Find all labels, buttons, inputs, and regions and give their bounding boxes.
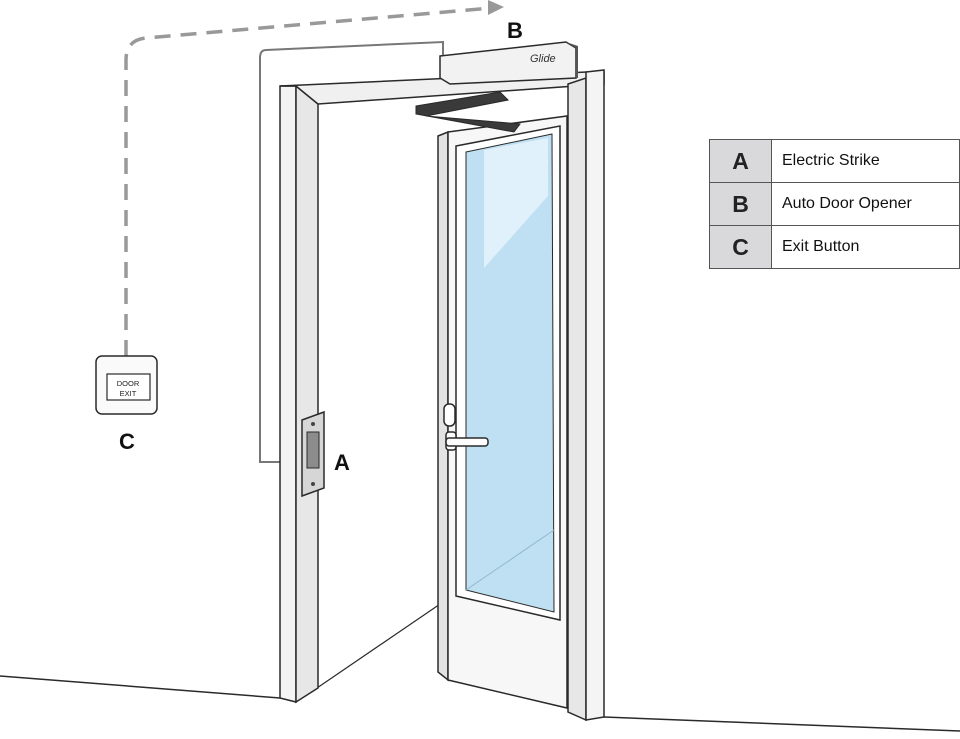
- legend-key: B: [710, 183, 772, 225]
- electric-strike-plate: [306, 431, 320, 469]
- legend-label: Exit Button: [782, 238, 860, 255]
- opener-brand-logo: Glide: [530, 53, 556, 65]
- exit-button-label-exit: EXIT: [120, 389, 137, 398]
- door-lock-cylinder: [443, 403, 456, 427]
- auto-door-opener-end: [566, 42, 578, 78]
- floor-line-left: [0, 675, 281, 699]
- exit-button-wire: [124, 6, 493, 356]
- floor-line-right: [603, 716, 960, 732]
- strike-screw-top: [311, 422, 315, 426]
- legend-label: Electric Strike: [782, 152, 880, 169]
- frame-right-jamb-inner: [567, 76, 587, 722]
- frame-right-jamb: [585, 69, 605, 721]
- exit-button-panel: [106, 373, 151, 401]
- legend-row: A Electric Strike: [710, 140, 959, 183]
- legend-key: C: [710, 226, 772, 268]
- door-handle-lever: [445, 437, 489, 447]
- callout-a: A: [334, 450, 350, 475]
- callout-b: B: [507, 18, 523, 43]
- room-floor-edge: [316, 599, 447, 689]
- frame-left-jamb: [279, 85, 297, 703]
- legend-label: Auto Door Opener: [782, 195, 912, 212]
- legend-row: B Auto Door Opener: [710, 183, 959, 226]
- frame-left-jamb-face: [295, 84, 319, 704]
- legend-key: A: [710, 140, 772, 182]
- callout-c: C: [119, 429, 135, 454]
- strike-screw-bottom: [311, 482, 315, 486]
- glass-reflection: [484, 138, 548, 268]
- exit-button-wire-arrow: [488, 0, 504, 15]
- glass-floor-reflection: [465, 529, 555, 591]
- legend-row: C Exit Button: [710, 226, 959, 268]
- legend-table: A Electric Strike B Auto Door Opener C E…: [709, 139, 960, 269]
- exit-button-label-door: DOOR: [117, 379, 140, 388]
- strike-wire: [259, 40, 444, 463]
- opener-arm: [415, 91, 521, 133]
